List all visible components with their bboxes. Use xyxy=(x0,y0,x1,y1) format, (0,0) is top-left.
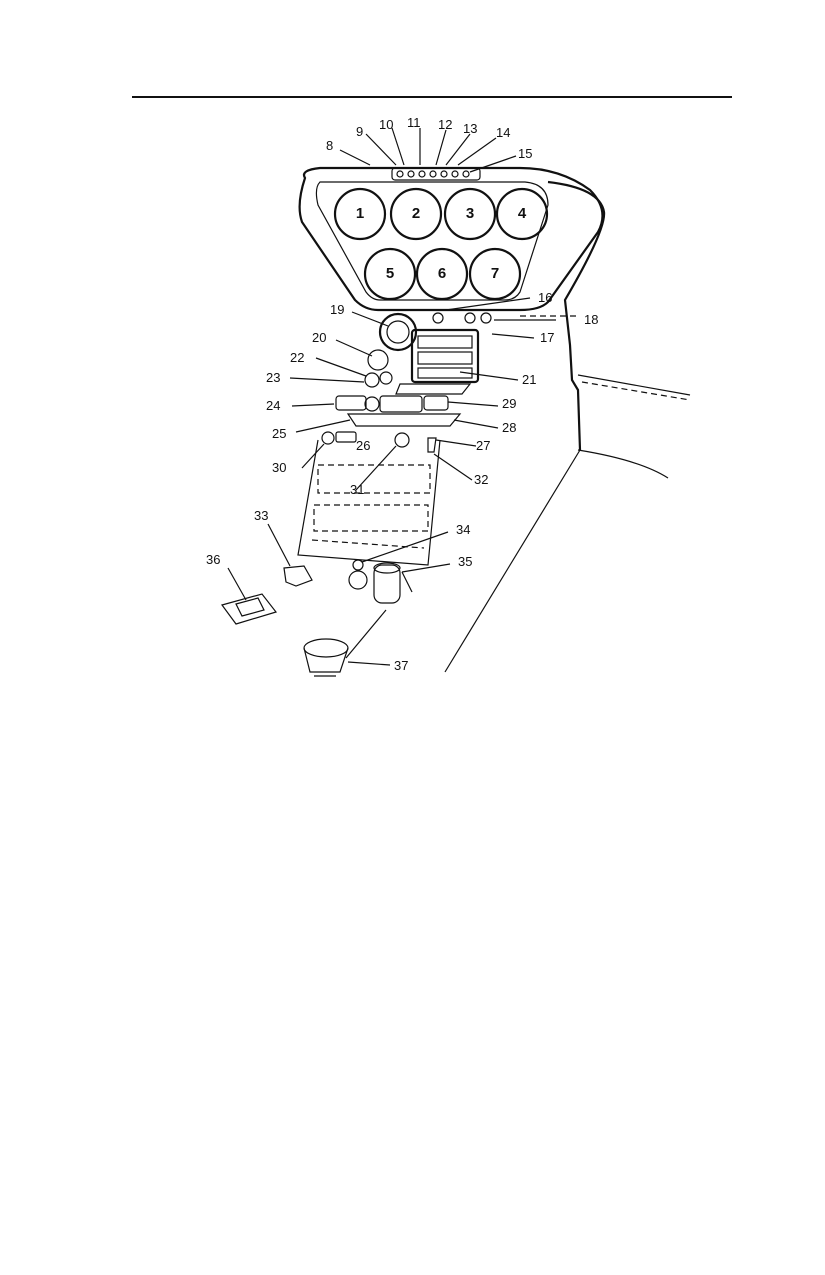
gauge-6: 6 xyxy=(415,247,469,301)
callout-8: 8 xyxy=(326,138,333,153)
callout-numbers: 8 9 10 11 12 13 14 15 16 17 18 19 20 21 … xyxy=(206,115,598,673)
gauge-5: 5 xyxy=(363,247,417,301)
indicator-strip xyxy=(391,167,481,181)
callout-37: 37 xyxy=(394,658,408,673)
cluster-housing-outer xyxy=(298,166,604,312)
callout-29: 29 xyxy=(502,396,516,411)
callout-28: 28 xyxy=(502,420,516,435)
console-panel xyxy=(297,439,441,566)
callout-9: 9 xyxy=(356,124,363,139)
callout-12: 12 xyxy=(438,117,452,132)
callout-22: 22 xyxy=(290,350,304,365)
gauge-7: 7 xyxy=(468,247,522,301)
callout-26: 26 xyxy=(356,438,370,453)
callout-30: 30 xyxy=(272,460,286,475)
callout-10: 10 xyxy=(379,117,393,132)
callout-32: 32 xyxy=(474,472,488,487)
callout-23: 23 xyxy=(266,370,280,385)
gauge-1: 1 xyxy=(333,187,387,241)
gauge-4: 4 xyxy=(495,187,549,241)
dash-top-edge xyxy=(577,374,691,396)
callout-27: 27 xyxy=(476,438,490,453)
center-switches xyxy=(364,312,492,388)
callout-35: 35 xyxy=(458,554,472,569)
header-rule xyxy=(132,96,732,98)
callout-18: 18 xyxy=(584,312,598,327)
cluster-housing-inner xyxy=(315,181,549,301)
indicator-lights xyxy=(396,170,470,178)
gauge-7-label: 7 xyxy=(491,265,499,282)
gauge-3: 3 xyxy=(443,187,497,241)
callout-34: 34 xyxy=(456,522,470,537)
console-side-line xyxy=(444,449,581,673)
gauge-6-label: 6 xyxy=(438,265,446,282)
callout-13: 13 xyxy=(463,121,477,136)
gauge-4-label: 4 xyxy=(518,205,527,222)
dash-lower-curve xyxy=(577,449,669,479)
gauge-5-label: 5 xyxy=(386,265,394,282)
callout-20: 20 xyxy=(312,330,326,345)
callout-17: 17 xyxy=(540,330,554,345)
callout-31: 31 xyxy=(350,482,364,497)
vent-block xyxy=(395,328,480,395)
callout-15: 15 xyxy=(518,146,532,161)
callout-21: 21 xyxy=(522,372,536,387)
gauge-3-label: 3 xyxy=(466,205,474,222)
callout-19: 19 xyxy=(330,302,344,317)
leader-lines xyxy=(227,127,556,666)
callout-33: 33 xyxy=(254,508,268,523)
dash-body-right xyxy=(547,180,606,451)
callout-25: 25 xyxy=(272,426,286,441)
callout-36: 36 xyxy=(206,552,220,567)
gauge-2-label: 2 xyxy=(412,205,420,222)
lower-controls xyxy=(220,559,413,677)
callout-16: 16 xyxy=(538,290,552,305)
gauge-1-label: 1 xyxy=(356,205,364,222)
callout-14: 14 xyxy=(496,125,510,140)
callout-24: 24 xyxy=(266,398,280,413)
climate-controls xyxy=(321,395,462,453)
dash-top-edge-2 xyxy=(581,381,691,401)
gauge-2: 2 xyxy=(389,187,443,241)
callout-11: 11 xyxy=(407,115,421,130)
